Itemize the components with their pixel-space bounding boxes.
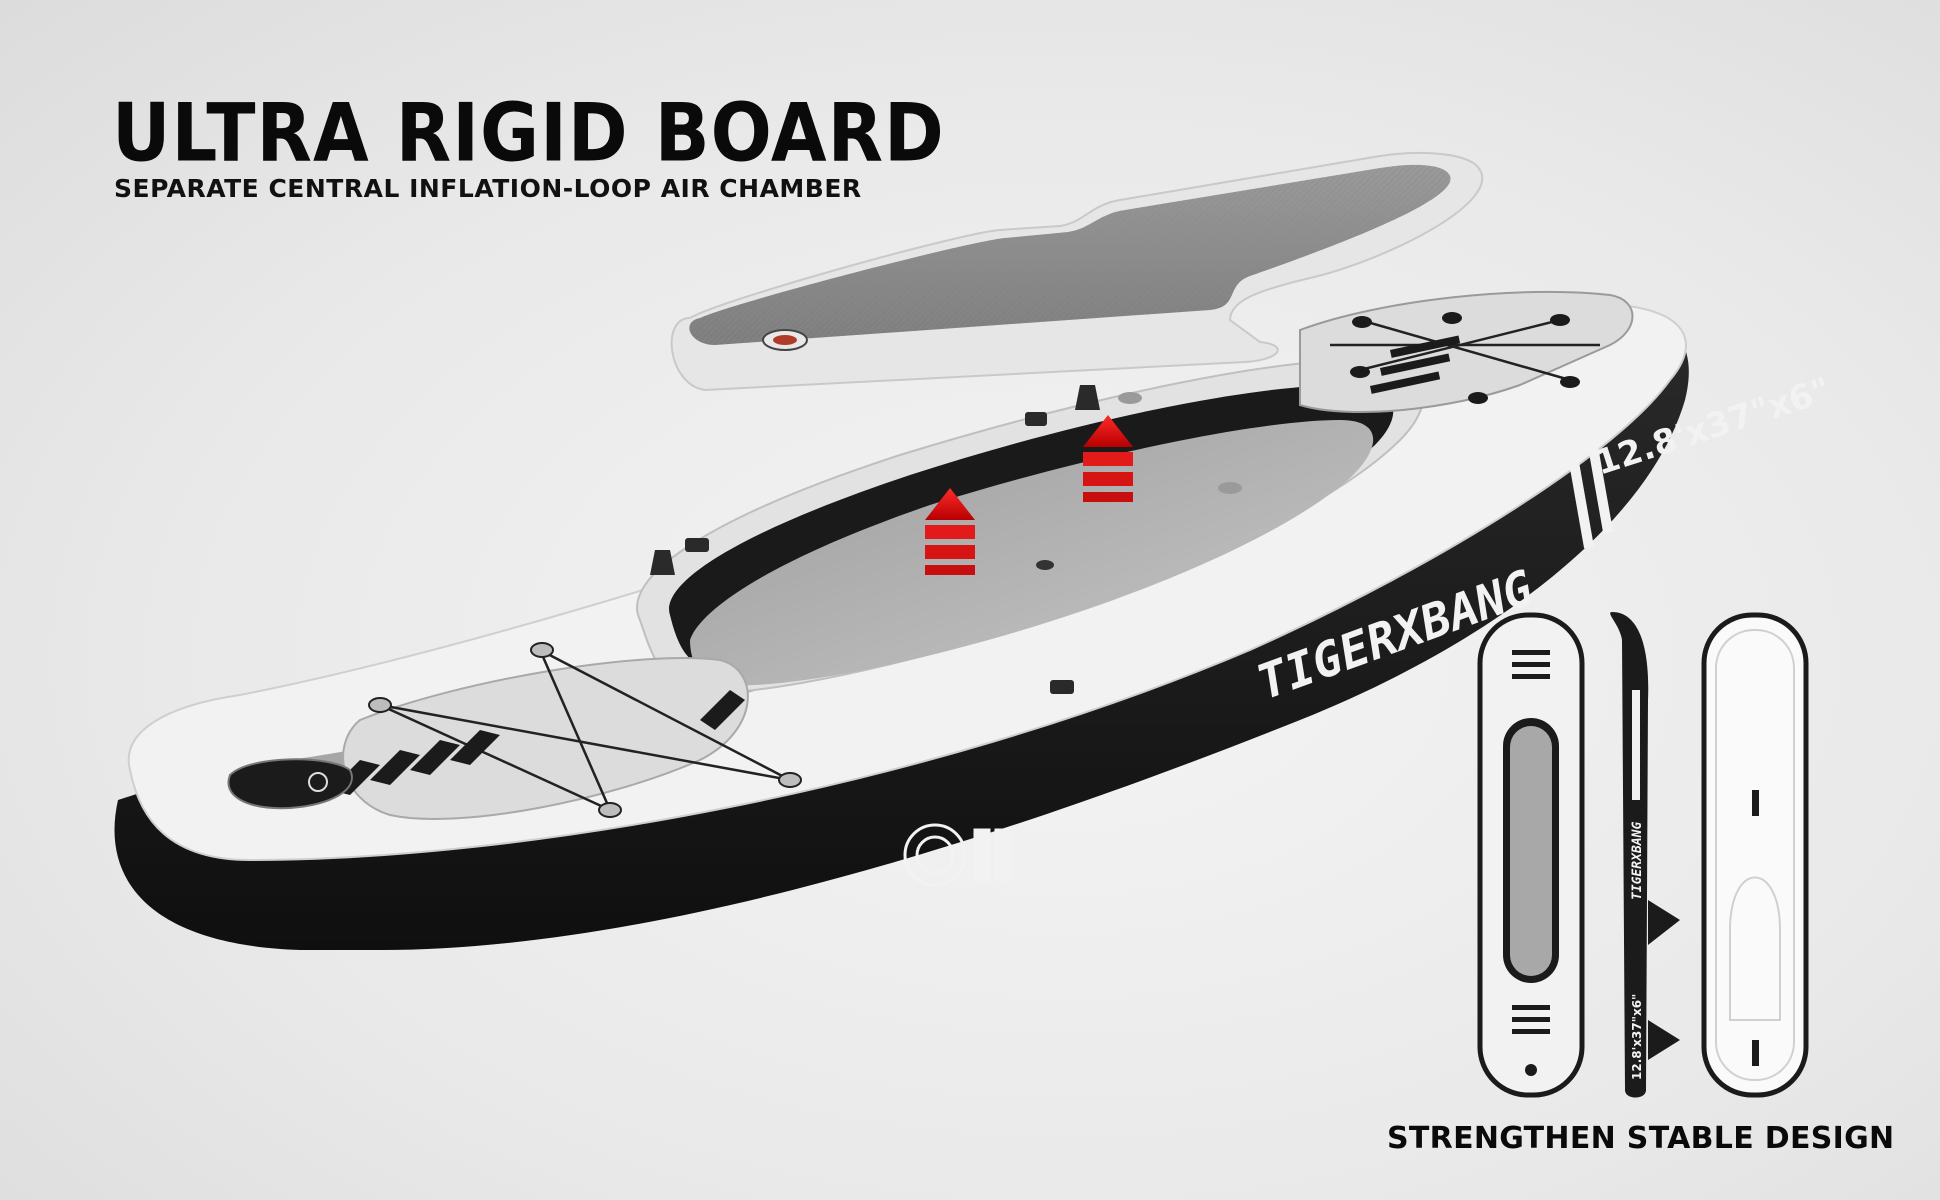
side-view-size-label: 12.8'x37"x6" — [1630, 994, 1644, 1080]
floating-insert-pad — [670, 152, 1484, 392]
deck-fittings — [650, 385, 1242, 694]
pad-valve-icon — [762, 329, 808, 351]
caption: STRENGTHEN STABLE DESIGN — [1387, 1121, 1895, 1156]
headline: ULTRA RIGID BOARD — [112, 85, 945, 180]
deck-stripes-rear — [330, 690, 745, 795]
tail-valve-icon — [227, 758, 353, 810]
deck-d-rings-rear — [368, 642, 802, 818]
main-board: 12.8'x37"x6" TIGERXBANG — [114, 290, 1835, 950]
inflation-arrow-right-icon — [1083, 415, 1133, 502]
inflation-arrow-left-icon — [925, 488, 975, 575]
deck-d-rings-front — [1350, 312, 1580, 404]
side-view-brand-label: TIGERXBANG — [1630, 822, 1645, 900]
board-side-view: TIGERXBANG 12.8'x37"x6" — [1610, 612, 1680, 1098]
rail-logo-icon — [903, 823, 1012, 887]
rail-stripes-nose — [1565, 428, 1614, 549]
subheadline: SEPARATE CENTRAL INFLATION-LOOP AIR CHAM… — [114, 174, 862, 203]
deck-bungee-rear — [379, 648, 791, 812]
board-bottom-view — [1701, 612, 1809, 1098]
board-top-view — [1477, 612, 1585, 1098]
rail-stripes-mid — [1260, 532, 1347, 608]
deck-stripes-front — [1370, 335, 1461, 394]
deck-bungee-front — [1330, 318, 1600, 382]
